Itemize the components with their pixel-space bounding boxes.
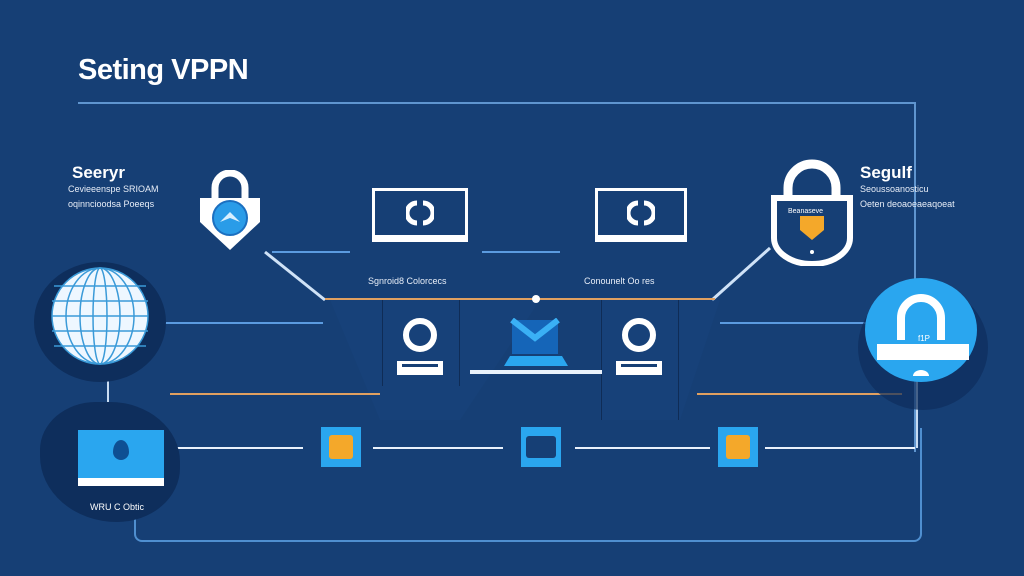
server-tile[interactable]	[521, 427, 561, 467]
frame-right-line	[914, 102, 916, 452]
padlock-icon[interactable]	[768, 158, 856, 267]
left-line-2: oqinncioodsa Poeeqs	[68, 199, 155, 209]
link-line-top	[325, 298, 715, 300]
page-title: Seting VPPN	[78, 54, 249, 86]
laptop-2[interactable]	[595, 188, 687, 244]
link-line-b4	[765, 447, 915, 449]
link-line-b1	[163, 447, 303, 449]
left-line-1: Cevieeenspe SRIOAM	[68, 184, 159, 194]
link-line-globe	[165, 322, 323, 324]
laptop-sync-icon-2	[595, 188, 687, 238]
server-icon	[526, 436, 556, 458]
document-tile-1[interactable]	[321, 427, 361, 467]
envelope-monitor-icon	[470, 317, 602, 374]
document-icon-2	[726, 435, 750, 459]
router-icon[interactable]	[865, 278, 977, 382]
pin-icon	[113, 440, 129, 460]
laptop-1[interactable]	[372, 188, 468, 244]
right-heading: Segulf	[860, 163, 912, 182]
panel-left	[382, 300, 460, 386]
left-heading: Seeryr	[72, 163, 125, 182]
padlock-badge-text: Beanaseve	[788, 208, 824, 215]
sync-device-icon	[397, 318, 443, 375]
laptop-right-label: Conounelt Oo res	[584, 276, 655, 286]
frame-top-line	[78, 102, 916, 104]
sync-device-right[interactable]	[612, 315, 666, 381]
document-tile-2[interactable]	[718, 427, 758, 467]
sync-device-icon-2	[616, 318, 662, 375]
laptop-sync-icon	[372, 188, 468, 238]
monitor-center[interactable]	[470, 317, 602, 378]
sync-device-left[interactable]	[393, 315, 447, 381]
link-line-b2	[373, 447, 503, 449]
globe-icon[interactable]	[50, 266, 150, 366]
right-line-2: Oeten deoaoeaeaqoeat	[860, 199, 955, 209]
panel-right	[601, 300, 679, 420]
shield-lock-icon	[195, 169, 265, 252]
router-drop-line	[916, 378, 918, 448]
laptop-left-label: Sgnroid8 Colorcecs	[368, 276, 447, 286]
link-line-b3	[575, 447, 710, 449]
router-badge: f1P	[918, 334, 931, 343]
junction-dot	[532, 295, 540, 303]
document-icon	[329, 435, 353, 459]
bottom-left-label: WRU C Obtic	[90, 502, 144, 512]
monitor-icon[interactable]	[78, 430, 164, 490]
link-line-lower-left	[170, 393, 380, 395]
link-line-router	[720, 322, 870, 324]
right-line-1: Seoussoanosticu	[860, 184, 929, 194]
link-line-lower-right	[697, 393, 902, 395]
